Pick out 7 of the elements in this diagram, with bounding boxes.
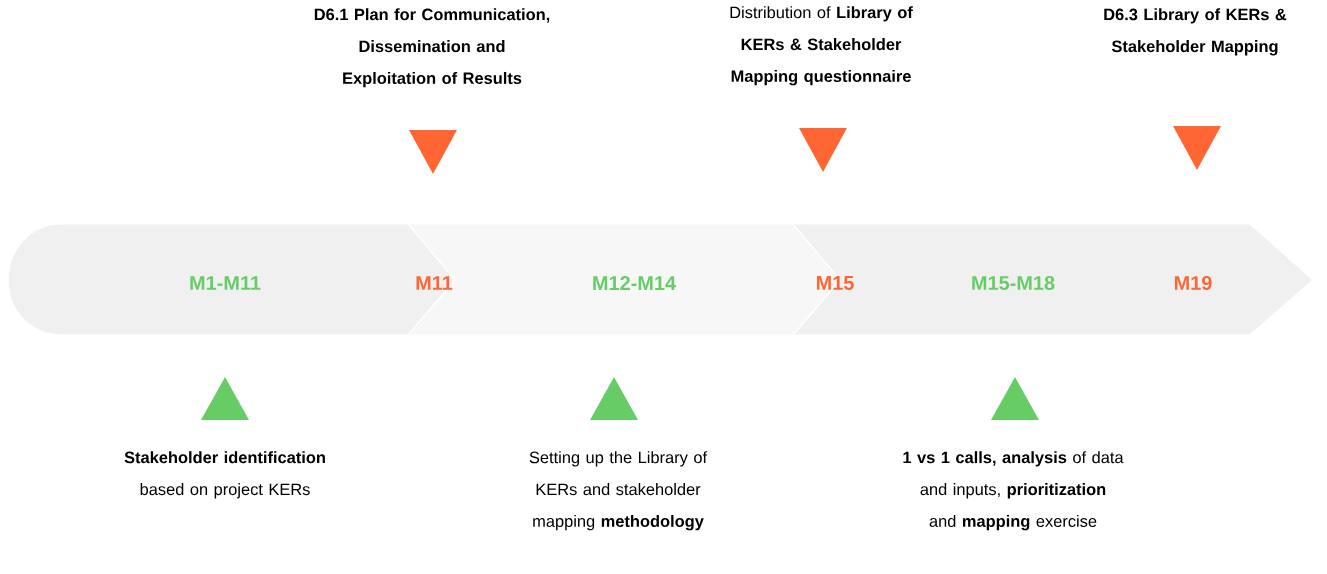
note-text: 1 vs 1 calls, analysis of data and inputs, prioritization and mapping exercise <box>903 451 1124 531</box>
note-text: D6.1 Plan for Communication, Dissemination and Exploitation of Results <box>314 8 550 88</box>
timeline-segment: M1-M11 M11 <box>7 223 456 336</box>
note-text: Stakeholder identification based on project KERs <box>124 451 325 499</box>
note-text: D6.3 Library of KERs & Stakeholder Mapping <box>1104 8 1287 56</box>
note-text: Setting up the Library of KERs and stakeholder mapping methodology <box>529 451 708 531</box>
note-text: Distribution of Library of KERs & Stakeholder Mapping questionnaire <box>730 6 913 86</box>
